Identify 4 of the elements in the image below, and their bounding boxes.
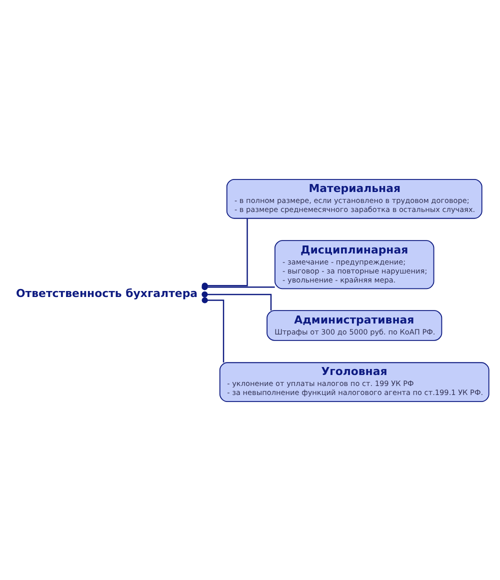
node-text: Ответственность бухгалтера [16, 286, 198, 300]
connector [202, 296, 224, 362]
connector [202, 284, 275, 290]
connector [202, 290, 272, 310]
